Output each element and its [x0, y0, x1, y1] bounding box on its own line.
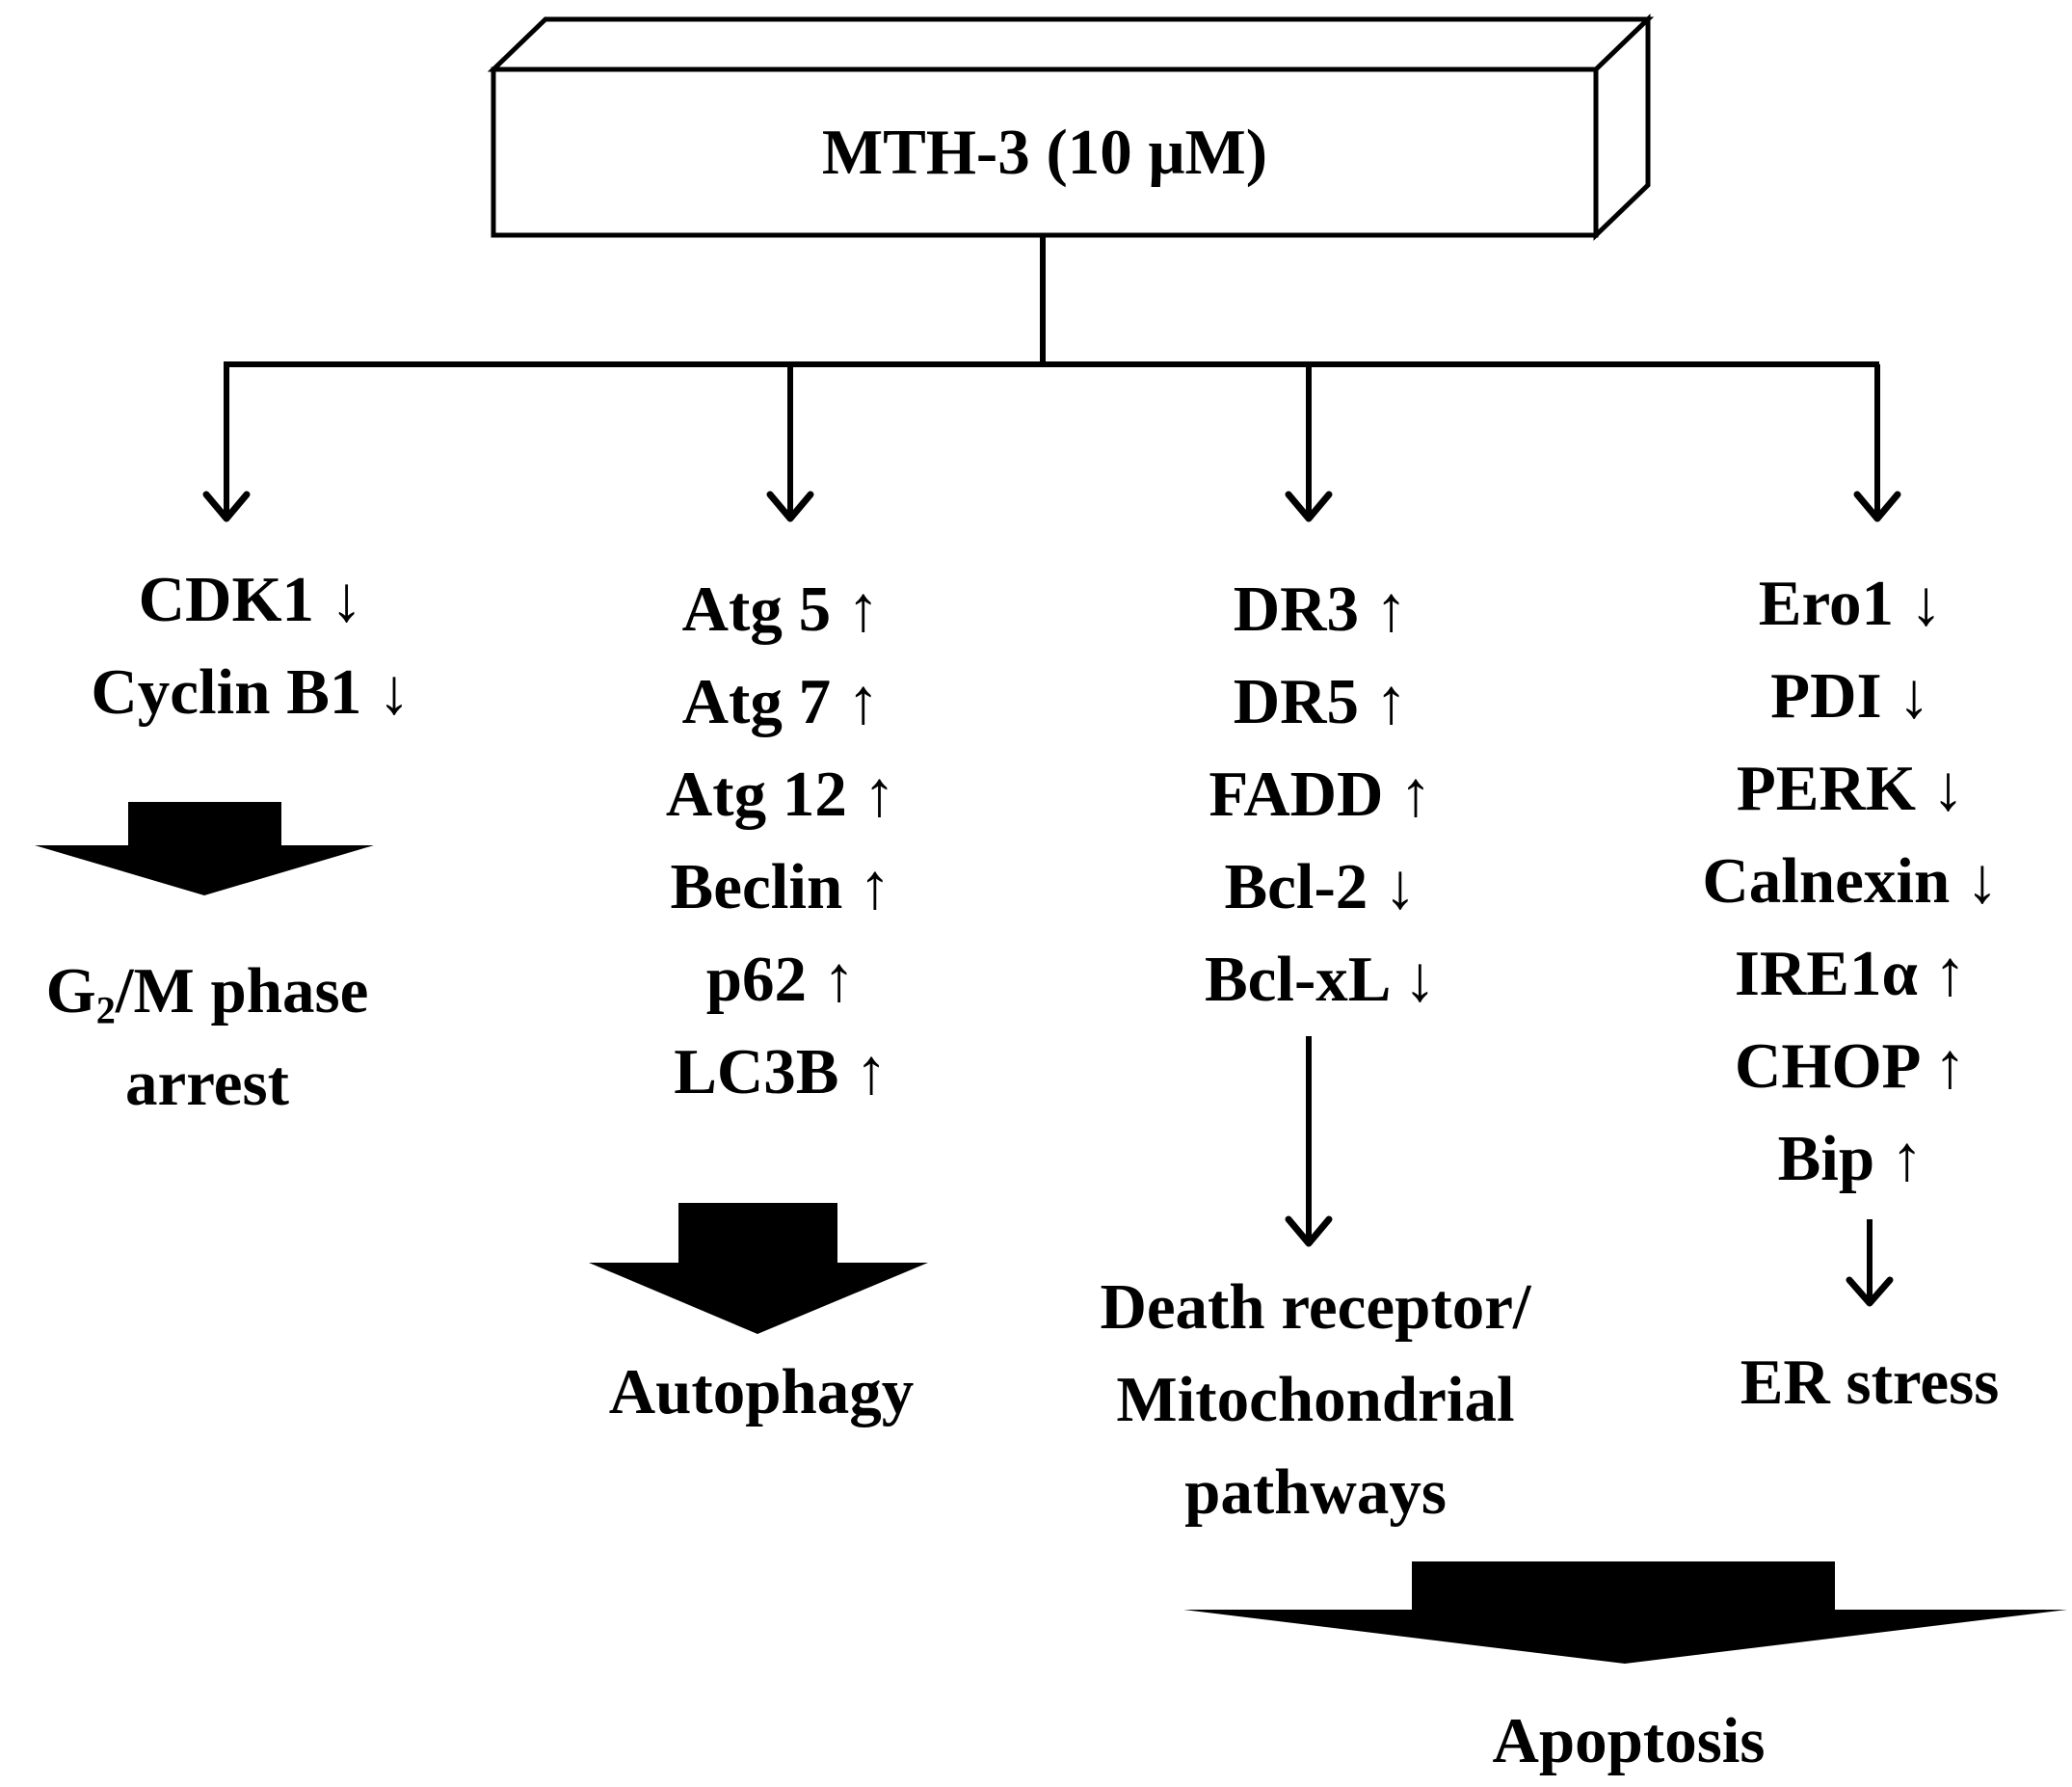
outcome-line: Mitochondrial: [1116, 1364, 1515, 1435]
branch-1-outcome: G2/M phase arrest: [0, 945, 414, 1130]
branch-2-outcome: Autophagy: [540, 1346, 983, 1438]
block-arrow-cell-cycle: [35, 802, 374, 895]
branch-3-markers: DR3 ↑ DR5 ↑ FADD ↑ Bcl-2 ↓ Bcl-xL ↓: [1118, 563, 1523, 1026]
marker: DR5 ↑: [1233, 666, 1408, 737]
outcome-subscript: 2: [95, 988, 116, 1032]
arrowhead-4: [1853, 491, 1901, 522]
outcome-line: Autophagy: [608, 1356, 915, 1427]
marker: PERK ↓: [1736, 753, 1965, 824]
marker: Atg 7 ↑: [681, 666, 880, 737]
branch-4-outcome: ER stress: [1658, 1336, 2072, 1428]
marker: CHOP ↑: [1734, 1030, 1967, 1102]
marker: Calnexin ↓: [1702, 845, 1999, 917]
treatment-box: [487, 13, 1655, 241]
marker: Bcl-2 ↓: [1224, 851, 1417, 922]
marker: Ero1 ↓: [1758, 568, 1943, 639]
treatment-box-front-face: [491, 67, 1599, 238]
block-arrow-apoptosis: [1183, 1561, 2067, 1664]
branch-4-markers: Ero1 ↓ PDI ↓ PERK ↓ Calnexin ↓ IRE1α ↑ C…: [1629, 557, 2072, 1205]
arrowhead-3: [1285, 491, 1333, 522]
block-arrow-autophagy: [589, 1203, 928, 1334]
outcome-line: ER stress: [1740, 1347, 2000, 1418]
marker: Cyclin B1 ↓: [91, 656, 411, 728]
branch-connectors: [224, 235, 1880, 1301]
cell-cycle-outcome-line2: arrest: [125, 1048, 289, 1119]
marker: IRE1α ↑: [1734, 938, 1967, 1009]
marker: p62 ↑: [705, 944, 856, 1015]
branch-2-markers: Atg 5 ↑ Atg 7 ↑ Atg 12 ↑ Beclin ↑ p62 ↑ …: [578, 563, 983, 1118]
treatment-label: MTH-3 (10 μM): [821, 117, 1268, 188]
marker: CDK1 ↓: [138, 564, 363, 635]
outcome-prefix: G: [45, 955, 96, 1027]
cell-cycle-outcome-line1: G2/M phase: [0, 945, 414, 1037]
marker: Atg 5 ↑: [681, 573, 880, 645]
marker: DR3 ↑: [1233, 573, 1408, 645]
marker: Beclin ↑: [670, 851, 891, 922]
arrowhead-2: [766, 491, 814, 522]
treatment-box-top-face: [487, 16, 1655, 72]
marker: LC3B ↑: [674, 1036, 888, 1107]
arrowheads: [202, 491, 1901, 1307]
outcome-line: Death receptor/: [1100, 1271, 1531, 1343]
branch-1-markers: CDK1 ↓ Cyclin B1 ↓: [39, 553, 463, 738]
outcome-line: pathways: [1184, 1456, 1447, 1528]
arrowhead-1: [202, 491, 251, 522]
marker: Bcl-xL ↓: [1204, 944, 1437, 1015]
arrowhead-6: [1846, 1276, 1894, 1307]
marker: Atg 12 ↑: [665, 759, 896, 830]
marker: Bip ↑: [1777, 1123, 1924, 1194]
apoptosis-label: Apoptosis: [1492, 1705, 1766, 1776]
outcome-suffix: /M phase: [115, 955, 369, 1027]
branch-3-outcome: Death receptor/ Mitochondrial pathways: [1022, 1261, 1609, 1538]
marker: PDI ↓: [1770, 660, 1930, 732]
marker: FADD ↑: [1209, 759, 1432, 830]
arrowhead-5: [1285, 1215, 1333, 1247]
